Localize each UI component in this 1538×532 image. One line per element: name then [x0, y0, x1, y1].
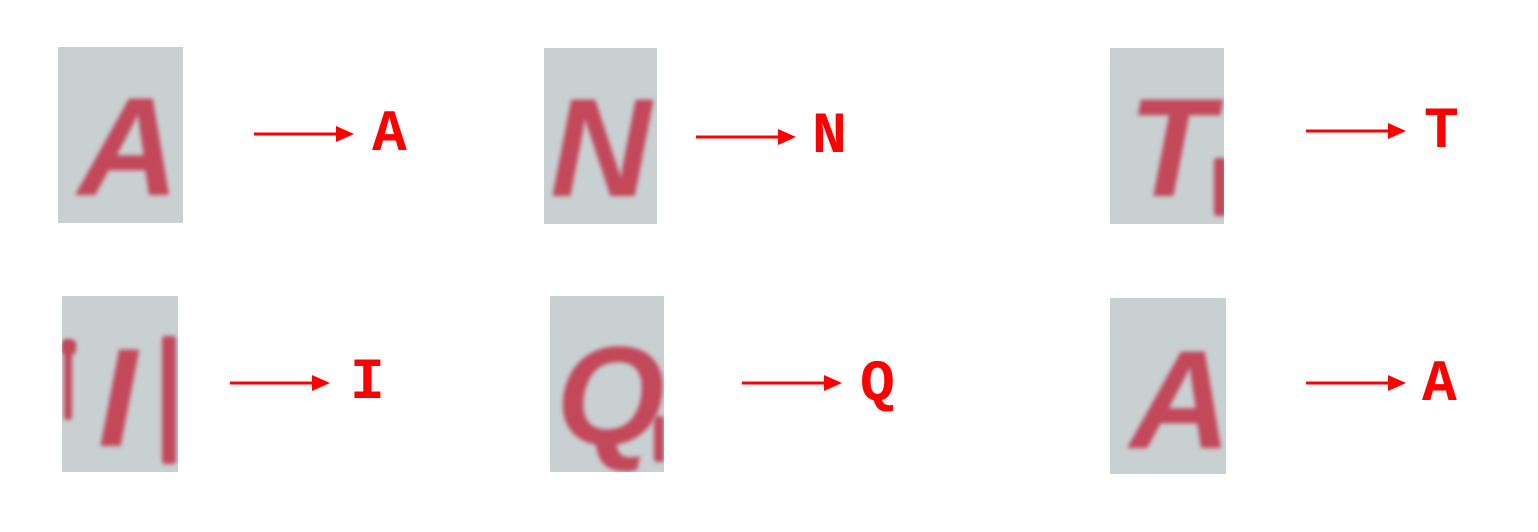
- adjacent-letter-fragment: [64, 340, 72, 420]
- crop-glyph-5: Q: [556, 317, 664, 472]
- character-crop-6: A: [1110, 298, 1226, 474]
- recognized-label-5: Q: [860, 353, 895, 418]
- crop-glyph-1: A: [78, 68, 180, 223]
- mapping-arrow-2: [696, 125, 796, 149]
- mapping-arrow-5: [742, 371, 842, 395]
- character-crop-2: N: [544, 48, 657, 224]
- mapping-arrow-1: [254, 122, 354, 146]
- mapping-arrow-4: [230, 371, 330, 395]
- adjacent-letter-fragment: [654, 416, 664, 462]
- crop-glyph-3: T: [1128, 69, 1214, 224]
- mapping-arrow-6: [1306, 371, 1406, 395]
- adjacent-letter-fragment: [1214, 158, 1224, 216]
- adjacent-letter-fragment: [162, 336, 176, 464]
- crop-glyph-2: N: [550, 69, 652, 224]
- crop-glyph-6: A: [1130, 321, 1226, 474]
- recognized-label-3: T: [1424, 100, 1459, 165]
- recognized-label-6: A: [1422, 353, 1457, 418]
- character-crop-1: A: [58, 47, 183, 223]
- recognized-label-1: A: [372, 103, 407, 168]
- mapping-arrow-3: [1306, 119, 1406, 143]
- recognized-label-2: N: [812, 105, 847, 170]
- recognized-label-4: I: [350, 351, 385, 416]
- character-crop-5: Q: [550, 296, 664, 472]
- crop-glyph-4: I: [98, 319, 137, 472]
- character-crop-4: I: [62, 296, 178, 472]
- character-crop-3: T: [1110, 48, 1224, 224]
